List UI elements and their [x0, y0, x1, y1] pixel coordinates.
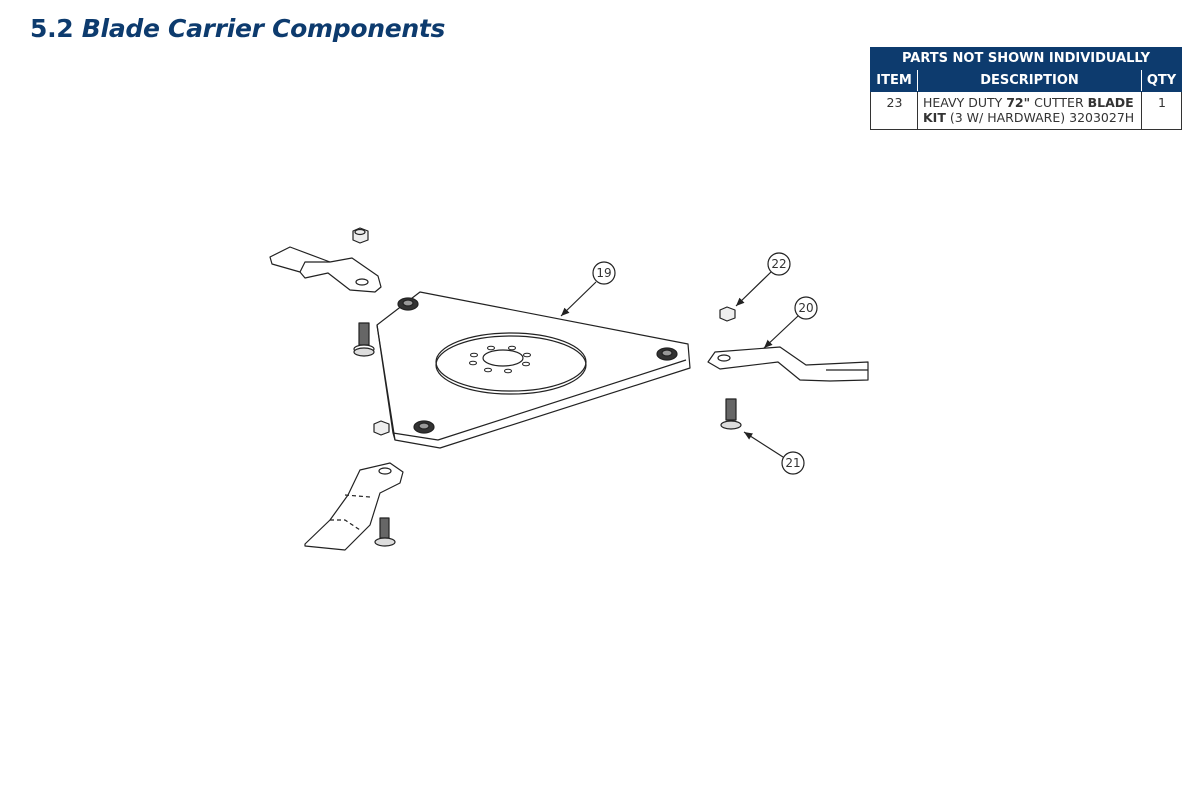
- lock-nut-icon: [373, 420, 390, 436]
- cutter-blade-lower-left: [304, 462, 404, 551]
- desc-text: (3 W/ HARDWARE) 3203027H: [945, 110, 1135, 125]
- callout-22: 22: [735, 252, 791, 307]
- cutter-blade-upper-left: [269, 246, 382, 293]
- bolt-hole-pattern: [469, 345, 531, 374]
- callout-19: 19: [560, 261, 616, 317]
- callout-20: 20: [763, 296, 818, 349]
- table-row: 23 HEAVY DUTY 72" CUTTER BLADE KIT (3 W/…: [870, 91, 1183, 130]
- cell-qty: 1: [1140, 91, 1183, 130]
- callout-label: 19: [596, 266, 611, 280]
- blade-carrier-plate: [376, 291, 691, 449]
- cell-item: 23: [870, 91, 918, 130]
- callout-21: 21: [743, 431, 805, 475]
- cutter-blade: [707, 346, 869, 382]
- section-title: Blade Carrier Components: [81, 14, 446, 43]
- section-number: 5.2: [30, 14, 74, 43]
- lock-nut-icon: [352, 227, 369, 244]
- desc-text: HEAVY DUTY: [923, 95, 1007, 110]
- parts-table: PARTS NOT SHOWN INDIVIDUALLY ITEM DESCRI…: [869, 47, 1183, 130]
- blade-bolt-icon: [720, 398, 742, 430]
- desc-text: CUTTER: [1030, 95, 1088, 110]
- column-header-description: DESCRIPTION: [917, 69, 1142, 92]
- callout-label: 20: [798, 301, 813, 315]
- parts-table-caption: PARTS NOT SHOWN INDIVIDUALLY: [869, 47, 1183, 70]
- desc-bold-size: 72": [1006, 95, 1031, 110]
- captive-nut-icon: [397, 297, 678, 434]
- callout-label: 22: [771, 257, 786, 271]
- lock-nut-icon: [719, 306, 736, 322]
- column-header-qty: QTY: [1140, 69, 1183, 92]
- page-title: 5.2 Blade Carrier Components: [30, 14, 445, 43]
- callout-label: 21: [785, 456, 800, 470]
- column-header-item: ITEM: [870, 69, 918, 92]
- blade-bolt-icon: [374, 517, 396, 547]
- desc-bold-kit: BLADE KIT: [923, 95, 1134, 125]
- blade-bolt-icon: [353, 322, 375, 357]
